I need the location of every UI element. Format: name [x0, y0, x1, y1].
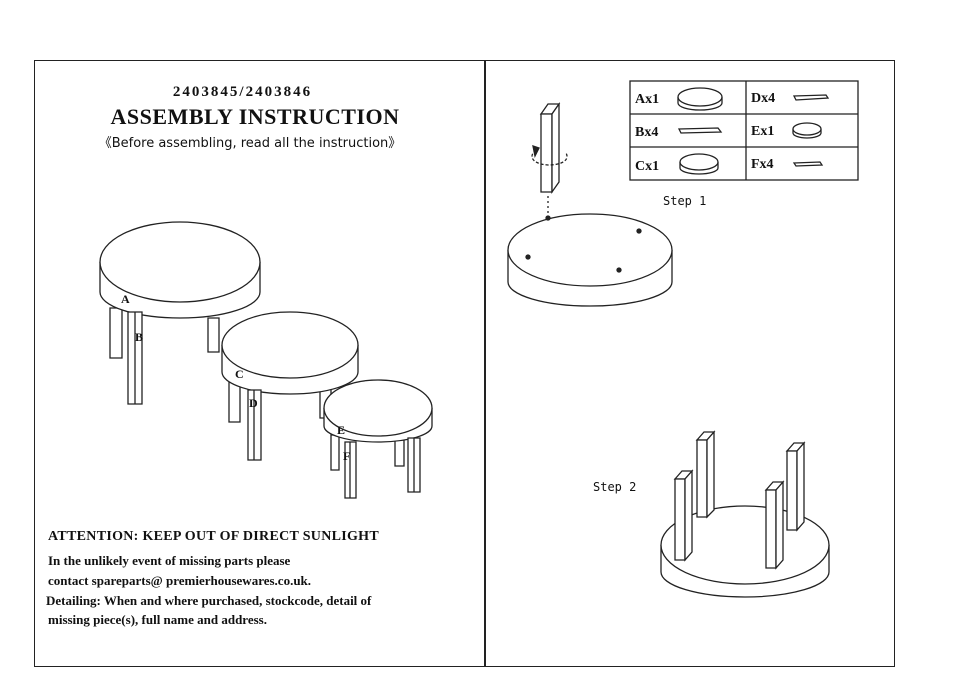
- leg-b-being-attached: [539, 101, 561, 195]
- tabletop-upside-down: [507, 213, 673, 307]
- detailing-line-1: Detailing: When and where purchased, sto…: [46, 593, 372, 608]
- label-a: A: [121, 292, 130, 306]
- table-e-top: [323, 379, 433, 443]
- leg-icon: [792, 94, 830, 101]
- attention-notice: ATTENTION: KEEP OUT OF DIRECT SUNLIGHT: [48, 529, 380, 544]
- medium-round-top-icon: [679, 153, 719, 175]
- label-f: F: [343, 449, 350, 463]
- table-e-leg: [330, 434, 340, 471]
- missing-parts-line-2: contact spareparts@ premierhousewares.co…: [48, 573, 312, 588]
- step-2-illustration: [660, 430, 830, 598]
- table-a-leg: [109, 307, 123, 359]
- table-e-leg: [407, 437, 421, 493]
- page-title: ASSEMBLY INSTRUCTION: [110, 104, 400, 129]
- detailing-line-2: missing piece(s), full name and address.: [48, 612, 267, 627]
- leg-installed: [673, 469, 694, 562]
- rotation-arrow-icon: [531, 145, 568, 166]
- part-label-d: Dx4: [751, 91, 775, 106]
- table-e-leg: [344, 441, 357, 499]
- step-1-illustration: [507, 101, 673, 307]
- page-frame: [34, 60, 895, 667]
- product-codes: 2403845/2403846: [172, 84, 313, 100]
- label-d: D: [249, 396, 258, 410]
- label-c: C: [235, 367, 244, 381]
- label-e: E: [337, 423, 345, 437]
- step-2-label: Step 2: [593, 480, 637, 494]
- part-row: Bx4: [635, 125, 723, 140]
- table-a-leg: [207, 317, 220, 353]
- part-label-e: Ex1: [751, 124, 774, 139]
- table-a-leg: [127, 311, 143, 405]
- part-row: Ax1: [635, 87, 723, 111]
- part-label-f: Fx4: [751, 157, 774, 172]
- page-subtitle: 《Before assembling, read all the instruc…: [98, 136, 402, 151]
- leg-icon: [792, 161, 824, 167]
- page-divider: [484, 60, 486, 667]
- leg-installed: [785, 441, 806, 532]
- table-e-leg: [394, 439, 405, 467]
- part-row: Fx4: [751, 157, 824, 172]
- small-round-top-icon: [792, 122, 822, 139]
- nesting-tables-illustration: A B C D E F: [99, 221, 433, 499]
- table-c-leg: [247, 389, 262, 461]
- parts-table: Ax1 Dx4 Bx4 Ex1 Cx1: [629, 80, 859, 181]
- label-b: B: [135, 330, 143, 344]
- leg-icon: [677, 127, 723, 134]
- part-row: Cx1: [635, 153, 719, 175]
- leg-installed: [764, 480, 785, 570]
- missing-parts-line-1: In the unlikely event of missing parts p…: [48, 553, 291, 568]
- part-row: Dx4: [751, 91, 830, 106]
- table-a-top: [99, 221, 261, 319]
- part-row: Ex1: [751, 122, 822, 139]
- step-1-label: Step 1: [663, 194, 707, 208]
- part-label-b: Bx4: [635, 125, 658, 140]
- large-round-top-icon: [677, 87, 723, 111]
- part-label-c: Cx1: [635, 159, 659, 174]
- part-label-a: Ax1: [635, 92, 659, 107]
- leg-installed: [695, 430, 716, 519]
- table-c-top: [221, 311, 359, 395]
